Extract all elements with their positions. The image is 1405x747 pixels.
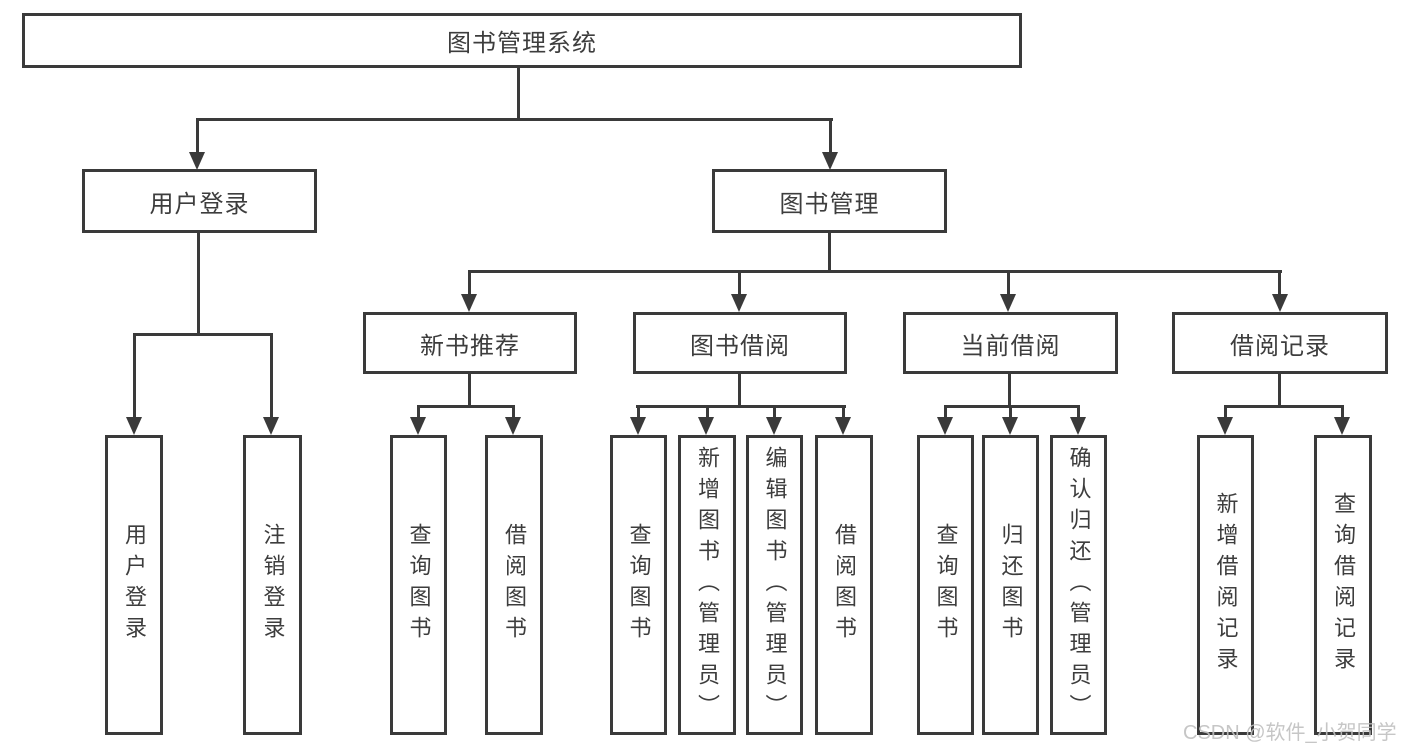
connector-line: [637, 405, 640, 419]
connector-line: [133, 333, 136, 419]
arrowhead-icon: [731, 294, 747, 312]
leaf-confirm-return-admin-label: 确认归还（管理员）: [1066, 445, 1092, 725]
node-current-borrowing-label: 当前借阅: [960, 332, 1061, 360]
connector-line: [468, 270, 1282, 273]
connector-line: [1341, 405, 1344, 419]
leaf-borrow-books-borrowing-label: 借阅图书: [832, 523, 857, 647]
connector-line: [706, 405, 709, 419]
connector-line: [417, 405, 515, 408]
leaf-borrow-books-recommend-label: 借阅图书: [502, 523, 527, 647]
connector-line: [468, 374, 471, 407]
leaf-query-books-borrowing-label: 查询图书: [626, 523, 652, 647]
leaf-query-borrow-record: 查询借阅记录: [1314, 435, 1372, 735]
connector-line: [1224, 405, 1344, 408]
node-book-management-label: 图书管理: [779, 190, 880, 218]
leaf-user-login-label: 用户登录: [122, 523, 147, 647]
connector-line: [417, 405, 420, 419]
arrowhead-icon: [1000, 294, 1016, 312]
leaf-query-books-recommend-label: 查询图书: [406, 523, 432, 647]
arrowhead-icon: [461, 294, 477, 312]
connector-line: [196, 118, 199, 154]
connector-line: [1278, 270, 1281, 298]
arrowhead-icon: [1217, 417, 1233, 435]
connector-line: [468, 270, 471, 298]
node-user-login-label: 用户登录: [149, 190, 250, 218]
connector-line: [944, 405, 947, 419]
arrowhead-icon: [505, 417, 521, 435]
node-new-book-recommend-label: 新书推荐: [420, 332, 520, 360]
arrowhead-icon: [698, 417, 714, 435]
leaf-add-book-admin-label: 新增图书（管理员）: [695, 445, 720, 725]
leaf-query-books-current-label: 查询图书: [933, 523, 959, 647]
node-new-book-recommend: 新书推荐: [363, 312, 577, 374]
connector-line: [1007, 270, 1010, 298]
connector-line: [1009, 405, 1012, 419]
leaf-query-books-borrowing: 查询图书: [610, 435, 667, 735]
arrowhead-icon: [1002, 417, 1018, 435]
leaf-edit-book-admin: 编辑图书（管理员）: [746, 435, 803, 735]
connector-line: [517, 68, 520, 121]
connector-line: [1278, 374, 1281, 407]
connector-line: [197, 233, 200, 336]
leaf-return-book-label: 归还图书: [998, 523, 1024, 647]
node-borrowing-records-label: 借阅记录: [1230, 332, 1330, 360]
arrowhead-icon: [126, 417, 142, 435]
arrowhead-icon: [835, 417, 851, 435]
leaf-add-borrow-record: 新增借阅记录: [1197, 435, 1254, 735]
node-current-borrowing: 当前借阅: [903, 312, 1118, 374]
arrowhead-icon: [263, 417, 279, 435]
arrowhead-icon: [189, 152, 205, 170]
arrowhead-icon: [1070, 417, 1086, 435]
node-book-management: 图书管理: [712, 169, 947, 233]
node-book-borrowing-label: 图书借阅: [690, 332, 790, 360]
arrowhead-icon: [630, 417, 646, 435]
leaf-user-login: 用户登录: [105, 435, 163, 735]
arrowhead-icon: [937, 417, 953, 435]
connector-line: [1008, 374, 1011, 407]
arrowhead-icon: [766, 417, 782, 435]
leaf-query-books-recommend: 查询图书: [390, 435, 447, 735]
node-root-label: 图书管理系统: [447, 30, 597, 57]
node-borrowing-records: 借阅记录: [1172, 312, 1388, 374]
node-book-borrowing: 图书借阅: [633, 312, 847, 374]
connector-line: [828, 233, 831, 273]
connector-line: [738, 270, 741, 298]
leaf-query-borrow-record-label: 查询借阅记录: [1331, 492, 1356, 678]
leaf-return-book: 归还图书: [982, 435, 1039, 735]
leaf-query-books-current: 查询图书: [917, 435, 974, 735]
connector-line: [829, 118, 832, 154]
leaf-borrow-books-borrowing: 借阅图书: [815, 435, 873, 735]
connector-line: [133, 333, 273, 336]
leaf-borrow-books-recommend: 借阅图书: [485, 435, 543, 735]
arrowhead-icon: [822, 152, 838, 170]
connector-line: [512, 405, 515, 419]
arrowhead-icon: [1334, 417, 1350, 435]
connector-line: [842, 405, 845, 419]
leaf-confirm-return-admin: 确认归还（管理员）: [1050, 435, 1107, 735]
connector-line: [1077, 405, 1080, 419]
leaf-add-borrow-record-label: 新增借阅记录: [1213, 492, 1239, 678]
arrowhead-icon: [410, 417, 426, 435]
connector-line: [1224, 405, 1227, 419]
connector-line: [196, 118, 833, 121]
csdn-watermark: CSDN @软件_小贺同学: [1183, 722, 1397, 744]
connector-line: [636, 405, 846, 408]
leaf-logout-label: 注销登录: [260, 523, 286, 647]
leaf-add-book-admin: 新增图书（管理员）: [678, 435, 736, 735]
leaf-logout: 注销登录: [243, 435, 302, 735]
connector-line: [270, 333, 273, 419]
connector-line: [773, 405, 776, 419]
arrowhead-icon: [1272, 294, 1288, 312]
leaf-edit-book-admin-label: 编辑图书（管理员）: [762, 445, 788, 725]
node-user-login: 用户登录: [82, 169, 317, 233]
node-root: 图书管理系统: [22, 13, 1022, 68]
connector-line: [944, 405, 1080, 408]
connector-line: [738, 374, 741, 407]
